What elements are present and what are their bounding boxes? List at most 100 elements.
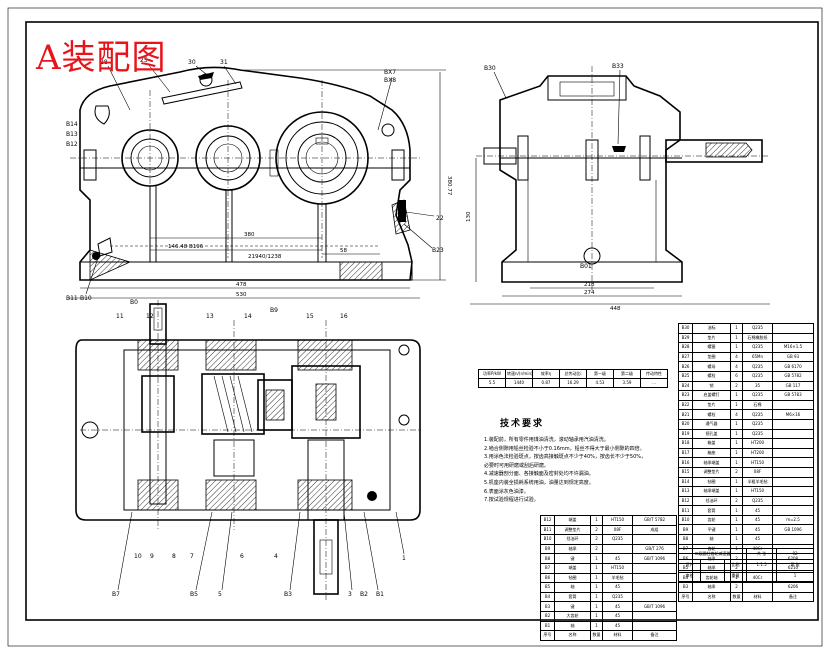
bom-cell: 端盖 <box>554 515 591 526</box>
bom-cell: 视孔盖 <box>692 428 731 440</box>
bom-cell: 羊毛毡 <box>602 572 633 584</box>
top-bearing-b2 <box>205 479 257 511</box>
bom-cell: B28 <box>678 342 693 353</box>
bom-cell: Q235 <box>742 495 773 507</box>
bom-cell: 2 <box>590 534 603 545</box>
drawing-title: A装配图 <box>36 38 167 78</box>
side-view: 218 274 448 130 B30 B33 B01 <box>466 63 770 312</box>
bom-cell: Q235 <box>742 370 773 382</box>
bom-cell <box>772 447 814 459</box>
bom-cell: B30 <box>678 323 693 334</box>
side-leader-b30 <box>493 71 507 99</box>
bom-cell <box>772 323 814 334</box>
bom-cell: Q235 <box>742 323 773 334</box>
bottom-callout-9: 9 <box>150 553 154 560</box>
bom-cell: 1 <box>590 562 603 574</box>
bom-cell: B8 <box>678 534 693 545</box>
top-bolt-2 <box>398 344 410 356</box>
bom-header-cell: 名称 <box>692 591 731 603</box>
leader-25 <box>147 63 171 93</box>
bom-cell: 启盖螺钉 <box>692 390 731 401</box>
bom-cell: 1 <box>730 457 743 468</box>
bom-cell: B8 <box>540 553 555 564</box>
tech-requirements-list: 1.装配前，所有零件用煤油清洗，滚动轴承用汽油清洗。 2.啮合侧隙用铅丝检验不小… <box>484 436 674 505</box>
bom-cell: M16×1.5 <box>772 342 814 353</box>
bom-cell: 2 <box>590 524 603 536</box>
callout-22: 22 <box>436 215 444 222</box>
bom-cell: 箱座 <box>692 447 731 459</box>
top-callout-16: 16 <box>340 313 348 320</box>
inspection-cover <box>161 81 243 105</box>
bom-cell: 轴 <box>554 582 591 593</box>
front-view: 146.48 B196 380 21940/1238 58 478 530 38… <box>66 57 452 302</box>
bom-cell: 调整垫片 <box>554 524 591 536</box>
bom-cell: Q235 <box>742 361 773 372</box>
bom-cell <box>772 505 814 516</box>
bom-cell: 1 <box>730 428 743 440</box>
bom-cell: Q235 <box>742 418 773 430</box>
callout-bx7: BX7 <box>384 69 396 76</box>
bom-cell: 4 <box>730 361 743 372</box>
bom-header-cell: 名称 <box>554 630 591 641</box>
bom-cell: 08F <box>742 466 773 478</box>
param-header-cell: 第一级 <box>586 369 614 379</box>
bom-cell <box>632 620 677 632</box>
bom-cell: B24 <box>678 380 693 392</box>
bom-header-cell: 材料 <box>742 591 773 603</box>
title-block-design-label: 设计 <box>678 559 701 571</box>
bom-header-cell: 序号 <box>678 591 693 603</box>
drain-plug-head <box>92 252 100 260</box>
side-callout-b30: B30 <box>484 65 496 72</box>
bom-cell: 端盖 <box>554 562 591 574</box>
bom-cell <box>772 418 814 430</box>
callout-bx8: BX8 <box>384 77 396 84</box>
bom-cell <box>772 495 814 507</box>
flange-bolt-left <box>83 149 97 181</box>
bottom-callout-b2: B2 <box>360 591 368 598</box>
bom-cell: 1 <box>730 476 743 488</box>
top-callout-b9: B9 <box>270 307 278 314</box>
bom-cell: GB 6170 <box>772 361 814 372</box>
top-callout-12: 12 <box>146 313 154 320</box>
bom-cell: 1 <box>730 399 743 411</box>
bottom-callout-8: 8 <box>172 553 176 560</box>
bom-cell <box>632 572 677 584</box>
callout-25: 25 <box>140 57 148 64</box>
callout-b13: B13 <box>66 131 78 138</box>
bom-cell: B14 <box>678 476 693 488</box>
bom-cell: HT150 <box>742 486 773 497</box>
bom-cell <box>632 534 677 545</box>
bom-cell: 1 <box>590 582 603 593</box>
bom-cell: 半粗羊毛毡 <box>742 476 773 488</box>
bom-cell: 1 <box>730 418 743 430</box>
bottom-leader-b7 <box>117 511 133 591</box>
lifting-lug-right <box>381 123 395 137</box>
bom-cell: 4 <box>730 351 743 363</box>
callout-30: 30 <box>188 59 196 66</box>
bom-header-cell: 序号 <box>540 630 555 641</box>
bottom-callout-7: 7 <box>190 553 194 560</box>
bottom-callout-1: 1 <box>402 555 406 562</box>
dim-146-text: 146.48 B196 <box>168 244 204 250</box>
bom-cell: 1 <box>730 332 743 344</box>
bom-cell <box>772 534 814 545</box>
bom-header-cell: 备注 <box>772 591 814 603</box>
bom-cell: 6206 <box>772 582 814 593</box>
bom-cell: GB 5783 <box>772 390 814 401</box>
side-leader-b33 <box>617 69 621 145</box>
bom-cell: B9 <box>678 524 693 536</box>
side-callout-b01: B01 <box>580 263 592 270</box>
bom-cell: 平键 <box>692 524 731 536</box>
bom-cell: 2 <box>730 466 743 478</box>
front-housing-outline <box>79 66 413 281</box>
bottom-leader-1 <box>395 511 405 555</box>
bom-cell: B13 <box>678 486 693 497</box>
breather-cap <box>198 72 214 80</box>
